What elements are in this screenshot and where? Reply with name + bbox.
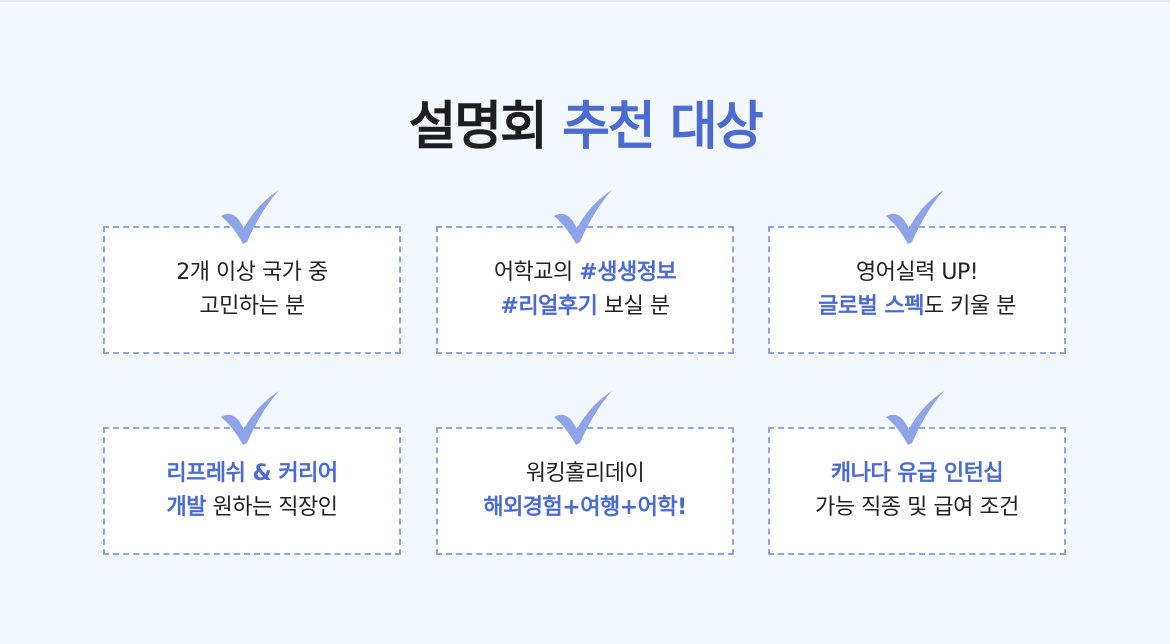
highlight-text: #리얼후기 [500,294,598,319]
card-line: 리프레쉬 & 커리어 [166,457,338,491]
checkmark-icon [886,391,944,445]
body-text: 2개 이상 국가 중 [176,260,328,285]
checkmark-icon [221,391,279,445]
checkmark-icon [886,190,944,244]
card-line: #리얼후기 보실 분 [500,290,670,324]
card-line: 가능 직종 및 급여 조건 [815,491,1019,525]
highlight-text: 개발 [166,495,207,520]
card-line: 고민하는 분 [199,290,305,324]
card-line: 2개 이상 국가 중 [176,256,328,290]
checkmark-icon [554,190,612,244]
card-line: 해외경험+여행+어학! [483,491,687,525]
card-line: 어학교의 #생생정보 [493,256,677,290]
page-title: 설명회 추천 대상 [0,84,1170,159]
title-plain: 설명회 [408,97,548,157]
card-line: 글로벌 스펙도 키울 분 [818,290,1016,324]
highlight-text: #생생정보 [579,260,677,285]
card-line: 워킹홀리데이 [525,457,645,491]
highlight-text: 글로벌 스펙 [818,294,924,319]
checkmark-icon [221,190,279,244]
card-line: 개발 원하는 직장인 [167,491,338,525]
body-text: 도 키울 분 [923,294,1016,319]
checkmark-icon [554,391,612,445]
card-line: 캐나다 유급 인턴십 [830,457,1004,491]
highlight-text: 캐나다 유급 인턴십 [830,461,1004,486]
recommendation-card: 어학교의 #생생정보#리얼후기 보실 분 [436,190,734,354]
body-text: 원하는 직장인 [206,495,338,520]
body-text: 워킹홀리데이 [525,461,645,486]
body-text: 가능 직종 및 급여 조건 [815,495,1019,520]
card-line: 영어실력 UP! [855,256,979,290]
body-text: 어학교의 [493,260,580,285]
highlight-text: 해외경험+여행+어학! [483,495,687,520]
body-text: 영어실력 UP! [855,260,979,285]
recommendation-card: 영어실력 UP! 글로벌 스펙도 키울 분 [768,190,1066,354]
body-text: 보실 분 [597,294,670,319]
title-highlight: 추천 대상 [562,97,763,157]
body-text: 고민하는 분 [199,294,305,319]
highlight-text: 리프레쉬 & 커리어 [166,461,338,486]
